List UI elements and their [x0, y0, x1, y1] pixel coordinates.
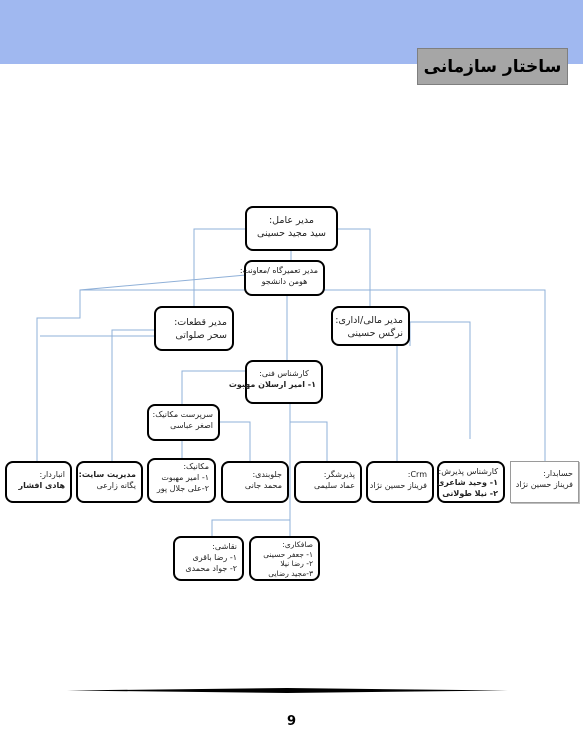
connector	[193, 228, 245, 306]
node-receptionist-name: عماد سلیمی	[314, 481, 355, 490]
node-accountant: حسابدار: فریناز حسین نژاد	[510, 461, 579, 503]
node-website: مدیریت سایت: یگانه زارعی	[76, 461, 143, 503]
node-mechanic-role: مکانیک:	[183, 462, 209, 471]
node-mechsup-name: اصغر عباسی	[170, 421, 213, 430]
node-frontend-role: جلوبندی:	[252, 470, 282, 479]
connector	[211, 519, 290, 536]
node-workshop-role: مدیر تعمیرگاه /معاونت:	[239, 266, 318, 275]
connector	[220, 421, 251, 461]
node-finance-role: مدیر مالی/اداری:	[335, 315, 403, 326]
connector	[338, 228, 371, 306]
node-recexp-role: کارشناس پذیرش:	[438, 467, 499, 476]
node-accountant-name: فریناز حسین نژاد	[515, 480, 573, 489]
node-bodywork: صافکاری: ۱- جعفر حسینی ۲- رضا نیلا ۳-مجی…	[249, 536, 320, 581]
connector	[181, 370, 250, 404]
page-title: ساختار سازمانی	[417, 48, 568, 85]
node-ceo-name: سید مجید حسینی	[257, 228, 326, 239]
connector	[36, 274, 247, 461]
node-parts-manager: مدیر قطعات: سحر صلواتی	[154, 306, 234, 351]
footer-divider	[67, 688, 508, 693]
node-mechsup-role: سرپرست مکانیک:	[152, 410, 214, 419]
node-warehouse-name: هادی افشار	[18, 481, 65, 490]
node-parts-role: مدیر قطعات:	[174, 317, 227, 328]
node-warehouse-role: انباردار:	[39, 470, 65, 479]
connector	[80, 289, 546, 461]
node-bodywork-role: صافکاری:	[282, 540, 313, 549]
node-crm-role: Crm:	[407, 470, 427, 479]
node-tech-name: ۱- امیر ارسلان مهبوت	[228, 380, 316, 389]
node-mechanic-name-1: ۱- امیر مهبوت	[161, 473, 209, 482]
node-workshop-name: هومن دانشجو	[261, 277, 308, 286]
node-receptionist: پذیرشگر: عماد سلیمی	[294, 461, 362, 503]
node-painting-name-1: ۱- رضا باقری	[192, 553, 237, 562]
node-website-name: یگانه زارعی	[96, 481, 136, 490]
node-receptionist-role: پذیرشگر:	[323, 470, 355, 479]
node-painting: نقاشی: ۱- رضا باقری ۲- جواد محمدی	[173, 536, 244, 581]
node-workshop-manager: مدیر تعمیرگاه /معاونت: هومن دانشجو	[239, 260, 325, 296]
node-warehouse: انباردار: هادی افشار	[5, 461, 72, 503]
node-crm: Crm: فریناز حسین نژاد	[366, 461, 434, 503]
node-bodywork-name-1: ۱- جعفر حسینی	[263, 549, 313, 559]
node-recexp-name-1: ۱- وحید شاعری	[436, 478, 498, 487]
node-tech-expert: کارشناس فنی: ۱- امیر ارسلان مهبوت	[228, 360, 323, 404]
node-parts-name: سحر صلواتی	[175, 330, 227, 341]
node-website-role: مدیریت سایت:	[78, 470, 136, 479]
connector	[111, 329, 156, 461]
node-bodywork-name-2: ۲- رضا نیلا	[280, 559, 313, 568]
node-frontend-name: محمد جانی	[244, 481, 282, 490]
connector	[290, 421, 328, 461]
node-ceo-role: مدیر عامل:	[268, 215, 315, 226]
node-bodywork-name-3: ۳-مجید رضایی	[268, 568, 313, 578]
node-mechanic: مکانیک: ۱- امیر مهبوت ۲-علی جلال پور	[147, 458, 216, 503]
page-number: 9	[286, 714, 297, 729]
node-front-end: جلوبندی: محمد جانی	[221, 461, 289, 503]
node-crm-name: فریناز حسین نژاد	[369, 481, 427, 490]
node-tech-role: کارشناس فنی:	[259, 369, 309, 378]
node-finance-manager: مدیر مالی/اداری: نرگس حسینی	[331, 306, 410, 346]
node-recexp-name-2: ۲- نیلا طولانی	[442, 489, 498, 498]
node-mechanic-supervisor: سرپرست مکانیک: اصغر عباسی	[147, 404, 220, 441]
node-ceo: مدیر عامل: سید مجید حسینی	[245, 206, 338, 251]
node-painting-role: نقاشی:	[212, 542, 237, 551]
connector	[409, 321, 471, 439]
node-painting-name-2: ۲- جواد محمدی	[185, 564, 237, 573]
node-reception-expert: کارشناس پذیرش: ۱- وحید شاعری ۲- نیلا طول…	[437, 461, 505, 503]
node-accountant-role: حسابدار:	[543, 469, 573, 478]
node-finance-name: نرگس حسینی	[347, 328, 403, 339]
node-mechanic-name-2: ۲-علی جلال پور	[156, 484, 209, 493]
